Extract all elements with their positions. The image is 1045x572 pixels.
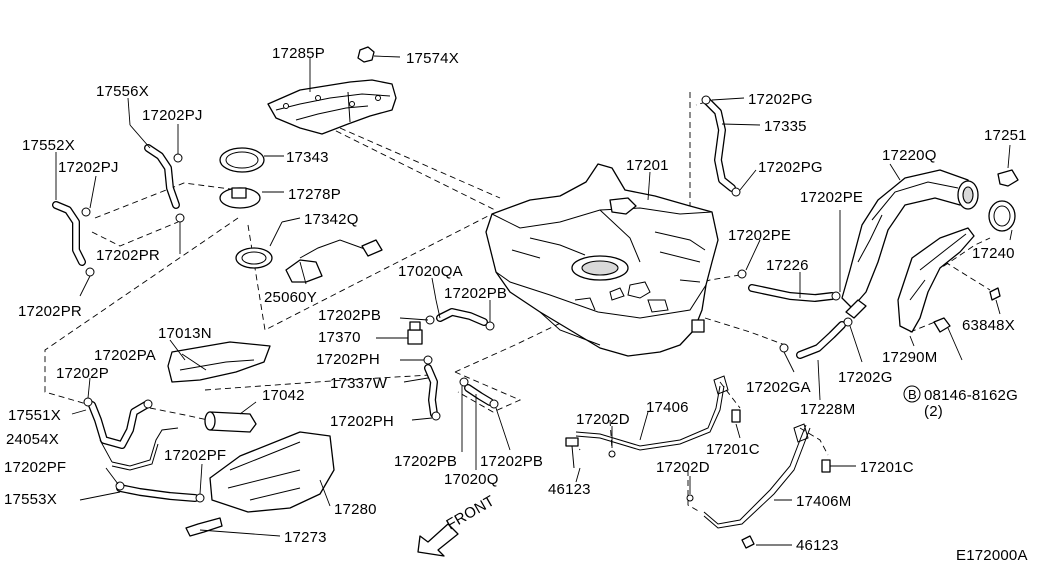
- clip-part: [357, 46, 401, 63]
- label-17290M: 17290M: [882, 349, 937, 366]
- bolt-mark-letter: B: [908, 387, 917, 402]
- label-17201C-a: 17201C: [706, 441, 760, 458]
- label-08146-8162G: 08146-8162G: [924, 387, 1018, 404]
- fuel-tank: [485, 163, 719, 357]
- label-17202PE-a: 17202PE: [800, 189, 863, 206]
- label-17574X: 17574X: [406, 50, 459, 67]
- label-17337W: 17337W: [330, 375, 388, 392]
- label-17202GA: 17202GA: [746, 379, 811, 396]
- label-17228M: 17228M: [800, 401, 855, 418]
- bolt-part: [989, 287, 1001, 301]
- label-17335: 17335: [764, 118, 807, 135]
- label-17202PE-b: 17202PE: [728, 227, 791, 244]
- label-17553X: 17553X: [4, 491, 57, 508]
- label-46123-b: 46123: [796, 537, 839, 554]
- label-25060Y: 25060Y: [264, 289, 317, 306]
- label-17020Q: 17020Q: [444, 471, 499, 488]
- heat-shield: [267, 79, 397, 135]
- diagram-code: E172000A: [956, 547, 1028, 564]
- label-17202PH-b: 17202PH: [330, 413, 394, 430]
- front-label: FRONT: [444, 492, 498, 533]
- label-17202PA: 17202PA: [94, 347, 156, 364]
- label-17202PR-a: 17202PR: [96, 247, 160, 264]
- label-17202PB-c: 17202PB: [394, 453, 457, 470]
- leader-lines: [55, 58, 1013, 546]
- filler-tube: [841, 169, 979, 319]
- label-17042: 17042: [262, 387, 305, 404]
- label-17202P: 17202P: [56, 365, 109, 382]
- label-17552X: 17552X: [22, 137, 75, 154]
- label-17406: 17406: [646, 399, 689, 416]
- filler-cap: [997, 144, 1019, 187]
- label-17551X: 17551X: [8, 407, 61, 424]
- label-17342Q: 17342Q: [304, 211, 359, 228]
- label-17220Q: 17220Q: [882, 147, 937, 164]
- label-17406M: 17406M: [796, 493, 851, 510]
- label-17202D-b: 17202D: [656, 459, 710, 476]
- label-17201C-b: 17201C: [860, 459, 914, 476]
- label-63848X: 63848X: [962, 317, 1015, 334]
- bolt-08146: [933, 317, 963, 361]
- label-17273: 17273: [284, 529, 327, 546]
- label-17202PB-a: 17202PB: [444, 285, 507, 302]
- label-17202G: 17202G: [838, 369, 893, 386]
- label-24054X: 24054X: [6, 431, 59, 448]
- pump-and-clamps: [81, 95, 853, 549]
- label-17202PR-b: 17202PR: [18, 303, 82, 320]
- label-17202PB-d: 17202PB: [480, 453, 543, 470]
- label-17201: 17201: [626, 157, 669, 174]
- label-17013N: 17013N: [158, 325, 212, 342]
- hoses-and-pipes: [52, 96, 846, 529]
- label-17202D-a: 17202D: [576, 411, 630, 428]
- label-17202PF-b: 17202PF: [4, 459, 66, 476]
- label-17020QA: 17020QA: [398, 263, 463, 280]
- label-17370: 17370: [318, 329, 361, 346]
- label-17343: 17343: [286, 149, 329, 166]
- label-17202PG-a: 17202PG: [748, 91, 813, 108]
- label-17278P: 17278P: [288, 186, 341, 203]
- front-direction-arrow: [417, 523, 459, 557]
- label-17202PF-a: 17202PF: [164, 447, 226, 464]
- label-17202PJ-a: 17202PJ: [142, 107, 203, 124]
- label-08146-quantity: (2): [924, 403, 943, 420]
- label-17226: 17226: [766, 257, 809, 274]
- label-17280: 17280: [334, 501, 377, 518]
- label-17285P: 17285P: [272, 45, 325, 62]
- label-17556X: 17556X: [96, 83, 149, 100]
- label-17202PB-b: 17202PB: [318, 307, 381, 324]
- label-17251: 17251: [984, 127, 1027, 144]
- bolt-mark-circle: [903, 385, 921, 403]
- filler-ring: [988, 200, 1016, 232]
- label-17202PJ-b: 17202PJ: [58, 159, 119, 176]
- label-17240: 17240: [972, 245, 1015, 262]
- label-46123-a: 46123: [548, 481, 591, 498]
- label-17202PH-a: 17202PH: [316, 351, 380, 368]
- filler-protector: [897, 227, 975, 333]
- label-17202PG-b: 17202PG: [758, 159, 823, 176]
- part-number-labels: 17285P 17574X 17556X 17202PJ 17552X 1720…: [4, 45, 1028, 564]
